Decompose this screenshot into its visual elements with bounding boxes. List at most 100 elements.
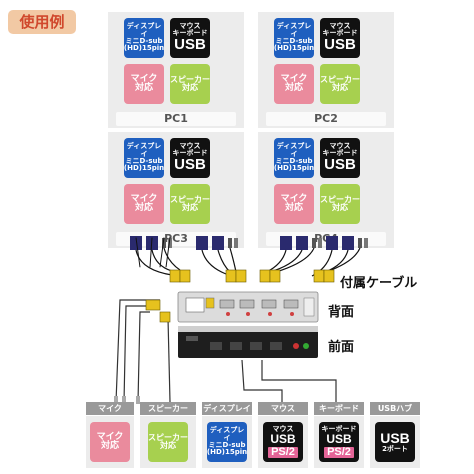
head-usb-hub: USBハブ bbox=[370, 402, 420, 415]
tile-text: スピーカー bbox=[320, 194, 360, 204]
audio-plugs bbox=[114, 396, 140, 404]
kvm-usb-plugs bbox=[145, 299, 171, 323]
head-mouse: マウス bbox=[258, 402, 308, 415]
tile-text: キーボード bbox=[172, 149, 208, 158]
panel-keyboard: キーボード USB PS/2 bbox=[314, 416, 364, 468]
panel-mic: マイク 対応 bbox=[86, 416, 134, 468]
usb-port-tile: マウス キーボード USB bbox=[170, 18, 210, 58]
pc-label: PC1 bbox=[116, 112, 236, 126]
speaker-port-tile: スピーカー 対応 bbox=[170, 184, 210, 224]
panel-usb-hub: USB 2ポート bbox=[370, 416, 420, 468]
tile-text: 対応 bbox=[182, 83, 198, 92]
display-port-tile: ディスプレイ ミニD-sub (HD)15pin bbox=[124, 138, 164, 178]
head-display: ディスプレイ bbox=[202, 402, 252, 415]
speaker-device-tile: スピーカー 対応 bbox=[148, 422, 188, 462]
usb-port-tile: マウス キーボード USB bbox=[320, 138, 360, 178]
tile-text: ミニD-sub bbox=[125, 37, 163, 45]
speaker-port-tile: スピーカー 対応 bbox=[320, 64, 360, 104]
tile-text: マイク bbox=[280, 73, 308, 84]
tile-text: 対応 bbox=[332, 203, 348, 212]
tile-text: マウス bbox=[329, 141, 351, 150]
tile-text: マイク bbox=[96, 431, 124, 442]
display-port-tile: ディスプレイ ミニD-sub (HD)15pin bbox=[124, 18, 164, 58]
tile-text: ディスプレイ bbox=[276, 22, 312, 38]
tile-text: USB bbox=[174, 36, 206, 54]
back-label: 背面 bbox=[328, 305, 355, 320]
tile-text: (HD)15pin bbox=[206, 448, 248, 457]
head-mic: マイク bbox=[86, 402, 134, 415]
tile-text: (HD)15pin bbox=[273, 44, 315, 53]
tile-text: (HD)15pin bbox=[273, 164, 315, 173]
tile-text: PS/2 bbox=[268, 446, 298, 459]
pc-label: PC2 bbox=[266, 112, 386, 126]
cable-label: 付属ケーブル bbox=[340, 276, 418, 291]
kvm-back-unit bbox=[177, 291, 319, 323]
tile-text: マイク bbox=[130, 193, 158, 204]
tile-text: マウス bbox=[179, 141, 201, 150]
tile-text: USB bbox=[324, 156, 356, 174]
mic-port-tile: マイク 対応 bbox=[274, 64, 314, 104]
tile-text: USB bbox=[174, 156, 206, 174]
tile-text: スピーカー bbox=[148, 432, 188, 442]
tile-text: マウス bbox=[329, 21, 351, 30]
front-label: 前面 bbox=[328, 340, 355, 355]
tile-text: USB bbox=[380, 429, 410, 446]
tile-text: マウス bbox=[179, 21, 201, 30]
pc-panel-1: ディスプレイ ミニD-sub (HD)15pin マウス キーボード USB マ… bbox=[108, 12, 244, 128]
tile-text: 対応 bbox=[134, 203, 153, 213]
usb-plugs bbox=[169, 269, 335, 283]
tile-text: 2ポート bbox=[382, 444, 408, 453]
panel-speaker: スピーカー 対応 bbox=[140, 416, 196, 468]
tile-text: キーボード bbox=[322, 29, 358, 38]
mouse-device-tile: マウス USB PS/2 bbox=[263, 422, 303, 462]
speaker-port-tile: スピーカー 対応 bbox=[320, 184, 360, 224]
tile-text: ミニD-sub bbox=[275, 157, 313, 165]
tile-text: 対応 bbox=[332, 83, 348, 92]
tile-text: USB bbox=[324, 36, 356, 54]
tile-text: 対応 bbox=[100, 441, 119, 451]
tile-text: 対応 bbox=[284, 203, 303, 213]
tile-text: スピーカー bbox=[320, 74, 360, 84]
kvm-front-unit bbox=[178, 326, 318, 358]
pc-cable-connectors bbox=[130, 236, 368, 268]
tile-text: 対応 bbox=[182, 203, 198, 212]
tile-text: (HD)15pin bbox=[123, 164, 165, 173]
speaker-port-tile: スピーカー 対応 bbox=[170, 64, 210, 104]
tile-text: USB bbox=[270, 432, 296, 447]
head-keyboard: キーボード bbox=[314, 402, 364, 415]
tile-text: スピーカー bbox=[170, 194, 210, 204]
tile-text: 対応 bbox=[160, 441, 176, 450]
mic-port-tile: マイク 対応 bbox=[124, 184, 164, 224]
tile-text: ディスプレイ bbox=[209, 426, 245, 442]
tile-text: ミニD-sub bbox=[208, 441, 246, 449]
mic-port-tile: マイク 対応 bbox=[274, 184, 314, 224]
usb-port-tile: マウス キーボード USB bbox=[320, 18, 360, 58]
tile-text: ミニD-sub bbox=[275, 37, 313, 45]
keyboard-device-tile: キーボード USB PS/2 bbox=[319, 422, 359, 462]
tile-text: ディスプレイ bbox=[126, 22, 162, 38]
usb-hub-device-tile: USB 2ポート bbox=[375, 422, 415, 462]
tile-text: ミニD-sub bbox=[125, 157, 163, 165]
display-port-tile: ディスプレイ ミニD-sub (HD)15pin bbox=[274, 18, 314, 58]
tile-text: USB bbox=[326, 432, 352, 447]
tile-text: マイク bbox=[280, 193, 308, 204]
tile-text: ディスプレイ bbox=[276, 142, 312, 158]
display-port-tile: ディスプレイ ミニD-sub (HD)15pin bbox=[274, 138, 314, 178]
mic-port-tile: マイク 対応 bbox=[124, 64, 164, 104]
display-device-tile: ディスプレイ ミニD-sub (HD)15pin bbox=[207, 422, 247, 462]
tile-text: 対応 bbox=[134, 83, 153, 93]
tile-text: マウス bbox=[272, 424, 294, 433]
head-speaker: スピーカー bbox=[140, 402, 196, 415]
panel-display: ディスプレイ ミニD-sub (HD)15pin bbox=[202, 416, 252, 468]
tile-text: (HD)15pin bbox=[123, 44, 165, 53]
tile-text: キーボード bbox=[172, 29, 208, 38]
tile-text: キーボード bbox=[321, 424, 357, 433]
tile-text: マイク bbox=[130, 73, 158, 84]
panel-mouse: マウス USB PS/2 bbox=[258, 416, 308, 468]
tile-text: スピーカー bbox=[170, 74, 210, 84]
tile-text: ディスプレイ bbox=[126, 142, 162, 158]
tile-text: PS/2 bbox=[324, 446, 354, 459]
tile-text: キーボード bbox=[322, 149, 358, 158]
tile-text: 対応 bbox=[284, 83, 303, 93]
